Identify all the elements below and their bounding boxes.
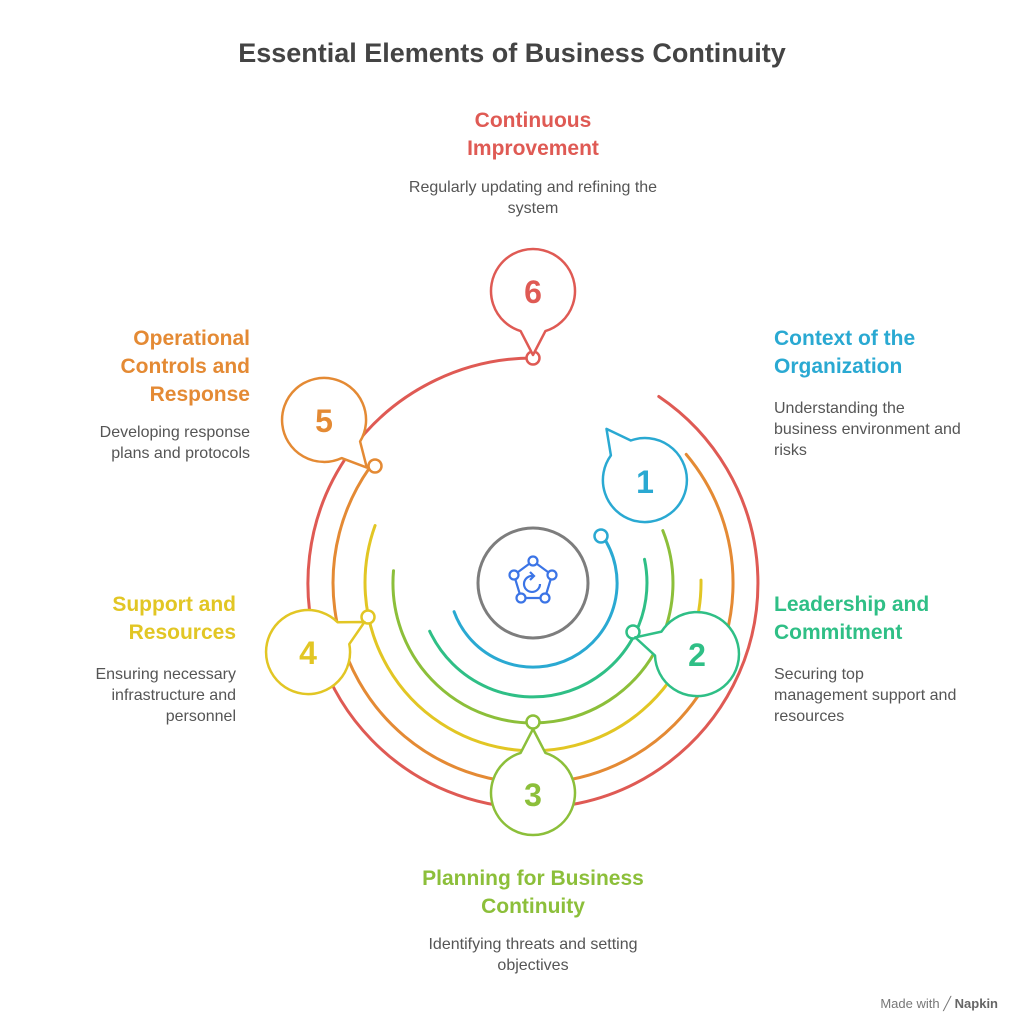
step-4-description: Ensuring necessary infrastructure and pe… xyxy=(95,666,236,725)
step-4-number: 4 xyxy=(299,635,317,671)
arc-step-3 xyxy=(391,529,675,725)
step-1-title: Context of the Organization xyxy=(774,327,916,378)
step-6-title: Continuous Improvement xyxy=(467,109,599,160)
bubble-step-5 xyxy=(280,376,369,469)
page-title: Essential Elements of Business Continuit… xyxy=(238,38,786,68)
bubble-step-4 xyxy=(264,608,366,696)
step-2-description: Securing top management support and reso… xyxy=(774,666,957,725)
watermark-prefix: Made with xyxy=(880,996,940,1011)
step-3-title: Planning for Business Continuity xyxy=(422,867,644,918)
step-2-number: 2 xyxy=(688,637,706,673)
bubble-step-3 xyxy=(489,727,577,837)
step-2-title: Leadership and Commitment xyxy=(774,593,930,644)
center-hub xyxy=(476,526,590,640)
step-5-number: 5 xyxy=(315,403,333,439)
bubble-step-2 xyxy=(633,610,741,698)
napkin-logo-icon: ╱ xyxy=(943,996,952,1011)
step-1-description: Understanding the business environment a… xyxy=(774,400,961,459)
dot-step-1 xyxy=(593,528,609,544)
step-1-number: 1 xyxy=(636,464,654,500)
watermark-brand: Napkin xyxy=(954,996,998,1011)
step-3-description: Identifying threats and setting objectiv… xyxy=(428,936,638,974)
dot-step-3 xyxy=(525,714,541,730)
watermark: Made with ╱ Napkin xyxy=(880,996,998,1012)
step-5-description: Developing response plans and protocols xyxy=(99,424,250,462)
step-6-description: Regularly updating and refining the syst… xyxy=(408,179,658,217)
cycle-pentagon-icon xyxy=(508,555,558,604)
step-5-title: Operational Controls and Response xyxy=(120,327,251,406)
arc-step-1 xyxy=(452,533,619,669)
dot-step-2 xyxy=(625,624,641,640)
bubble-step-1 xyxy=(601,427,689,524)
arc-step-2 xyxy=(428,557,649,699)
dot-step-4 xyxy=(360,609,376,625)
bubble-step-6 xyxy=(489,247,577,357)
step-3-number: 3 xyxy=(524,777,542,813)
step-6-number: 6 xyxy=(524,274,542,310)
dot-step-5 xyxy=(367,458,383,474)
step-4-title: Support and Resources xyxy=(112,593,236,644)
